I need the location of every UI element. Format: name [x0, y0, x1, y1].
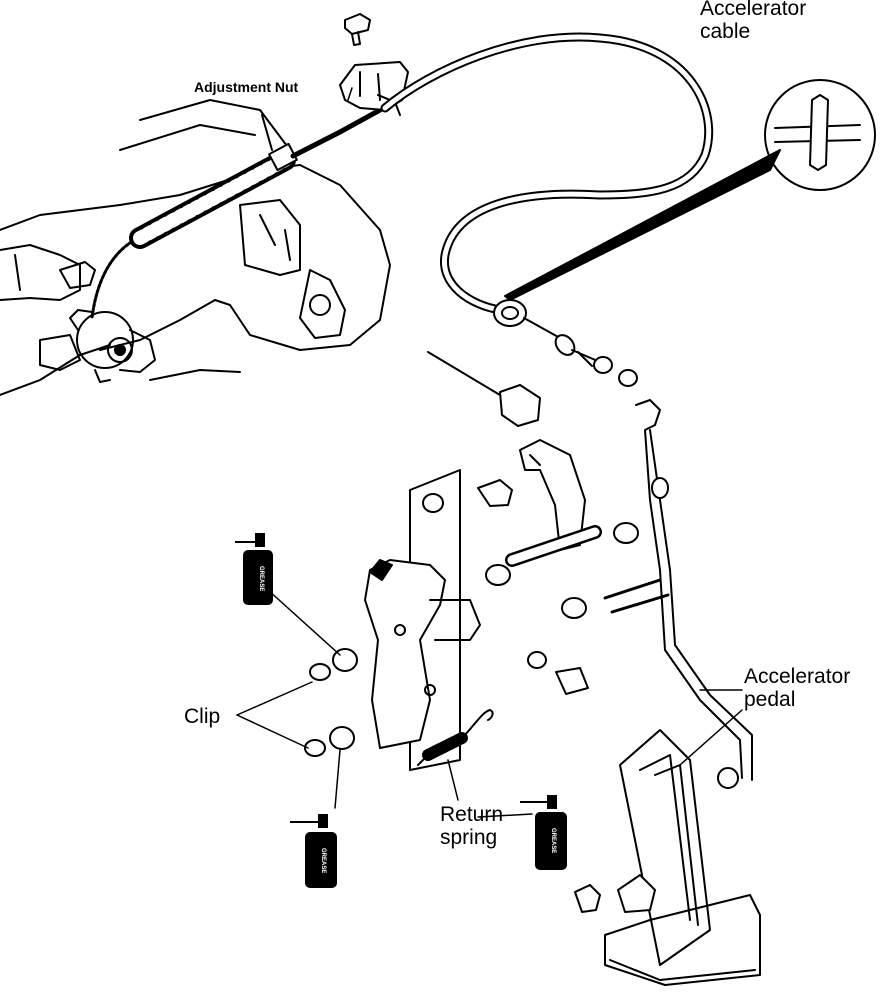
bushings	[329, 479, 639, 750]
cable-end-fittings	[554, 334, 638, 387]
clip-label: Clip	[184, 705, 221, 728]
accelerator-pedal-label: Accelerator pedal	[744, 665, 851, 711]
leader-lines	[236, 87, 743, 818]
adjustment-nut-detail	[261, 114, 298, 172]
clips	[304, 663, 331, 757]
pedal-bracket	[364, 439, 586, 771]
return-spring	[417, 709, 494, 766]
engine-block	[0, 99, 391, 396]
cable-boot	[129, 149, 296, 249]
bracket-bolt	[344, 13, 371, 46]
grease-can-lower-left: GREASE	[290, 814, 337, 888]
cable-sheath-upper	[290, 107, 383, 159]
pivot-shaft	[505, 525, 602, 567]
throttle-pulley	[69, 309, 156, 383]
adjustment-nut-label: Adjustment Nut	[194, 79, 299, 95]
kickdown-cable	[427, 351, 541, 427]
svg-text:GREASE: GREASE	[320, 848, 326, 873]
detail-magnifier	[504, 79, 876, 301]
svg-text:GREASE: GREASE	[550, 828, 556, 853]
firewall-grommet	[493, 299, 561, 339]
pedal-arm	[603, 399, 753, 789]
cable-bracket	[339, 61, 409, 116]
grease-can-right: GREASE	[520, 795, 567, 870]
grease-can-upper-left: GREASE	[235, 533, 273, 605]
pedal-pad	[574, 729, 761, 986]
return-spring-label: Return spring	[440, 803, 504, 849]
accelerator-cable-label: Accelerator cable	[700, 0, 807, 43]
svg-text:GREASE: GREASE	[258, 566, 264, 591]
